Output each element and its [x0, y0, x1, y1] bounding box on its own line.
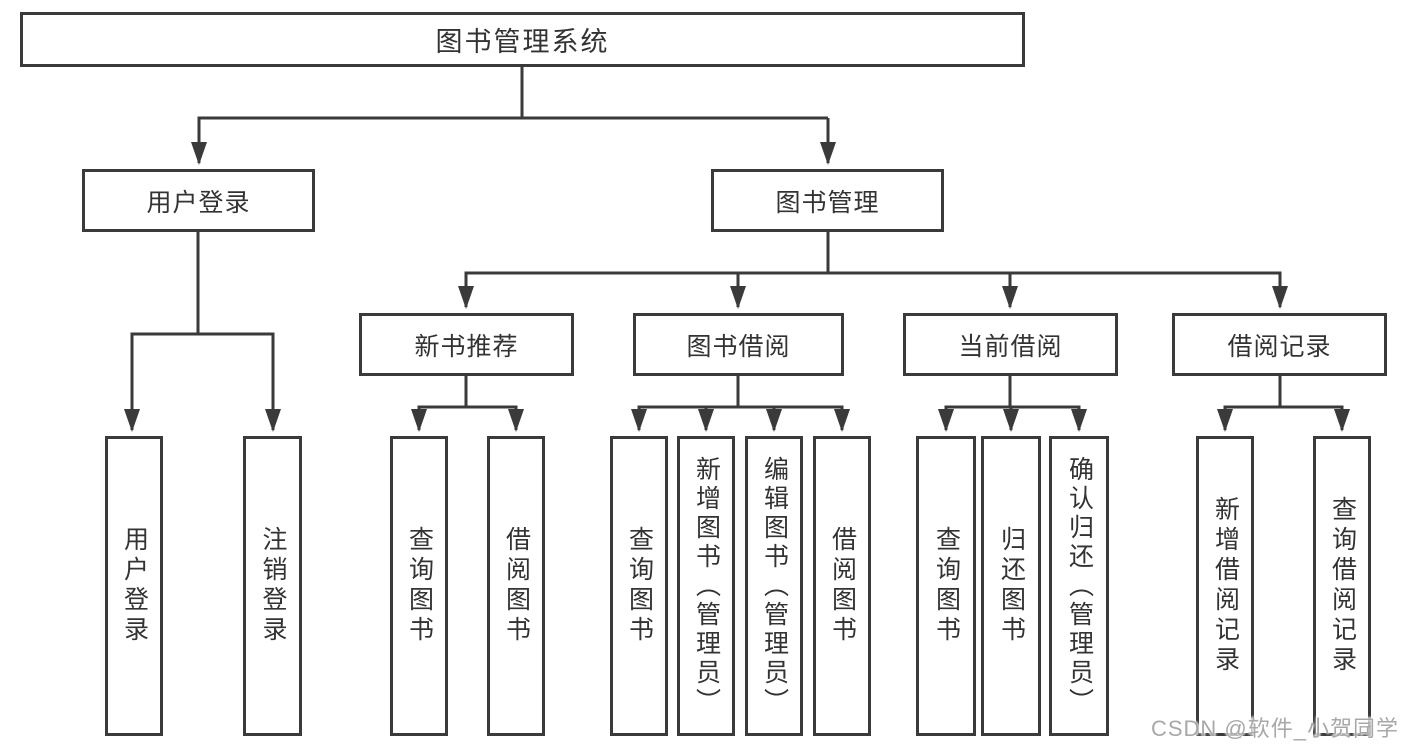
node-new-book-recommend-label: 新书推荐 — [414, 332, 519, 361]
leaf-borrow-books: 借阅图书 — [813, 436, 871, 736]
leaf-add-books-admin: 新增图书（管理员） — [677, 436, 735, 736]
node-borrowing-records-label: 借阅记录 — [1227, 332, 1332, 361]
watermark: CSDN @软件_小贺同学 — [1150, 716, 1399, 741]
node-book-borrowing-label: 图书借阅 — [686, 332, 791, 361]
leaf-add-books-admin-label: 新增图书（管理员） — [692, 455, 721, 717]
leaf-edit-books-admin: 编辑图书（管理员） — [745, 436, 803, 736]
leaf-query-books-borrow: 查询图书 — [610, 436, 668, 736]
node-root-label: 图书管理系统 — [435, 27, 610, 57]
leaf-return-books: 归还图书 — [981, 436, 1041, 736]
leaf-add-borrow-record: 新增借阅记录 — [1196, 436, 1254, 736]
node-user-login: 用户登录 — [82, 169, 315, 232]
node-current-borrowing-label: 当前借阅 — [958, 332, 1063, 361]
leaf-user-login-label: 用户登录 — [120, 526, 149, 646]
node-borrowing-records: 借阅记录 — [1172, 313, 1387, 376]
leaf-confirm-return-admin: 确认归还（管理员） — [1049, 436, 1109, 736]
node-new-book-recommend: 新书推荐 — [359, 313, 574, 376]
node-root-library-system: 图书管理系统 — [20, 12, 1025, 67]
node-current-borrowing: 当前借阅 — [903, 313, 1118, 376]
leaf-query-books-recommend: 查询图书 — [390, 436, 448, 736]
leaf-borrow-books-label: 借阅图书 — [828, 526, 857, 646]
leaf-add-borrow-record-label: 新增借阅记录 — [1211, 496, 1240, 676]
node-book-management: 图书管理 — [711, 169, 944, 232]
leaf-user-login: 用户登录 — [105, 436, 163, 736]
leaf-query-books-current: 查询图书 — [916, 436, 976, 736]
leaf-query-books-borrow-label: 查询图书 — [625, 526, 654, 646]
leaf-edit-books-admin-label: 编辑图书（管理员） — [760, 455, 789, 717]
leaf-query-borrow-record-label: 查询借阅记录 — [1328, 496, 1357, 676]
leaf-borrow-books-recommend-label: 借阅图书 — [502, 526, 531, 646]
leaf-query-borrow-record: 查询借阅记录 — [1313, 436, 1371, 736]
node-book-management-label: 图书管理 — [775, 188, 880, 217]
leaf-return-books-label: 归还图书 — [997, 526, 1026, 646]
leaf-logout: 注销登录 — [243, 436, 302, 736]
leaf-query-books-current-label: 查询图书 — [932, 526, 961, 646]
node-user-login-label: 用户登录 — [146, 188, 251, 217]
leaf-logout-label: 注销登录 — [259, 526, 287, 646]
leaf-borrow-books-recommend: 借阅图书 — [487, 436, 545, 736]
leaf-query-books-recommend-label: 查询图书 — [405, 526, 434, 646]
node-book-borrowing: 图书借阅 — [633, 313, 844, 376]
leaf-confirm-return-admin-label: 确认归还（管理员） — [1065, 455, 1094, 717]
